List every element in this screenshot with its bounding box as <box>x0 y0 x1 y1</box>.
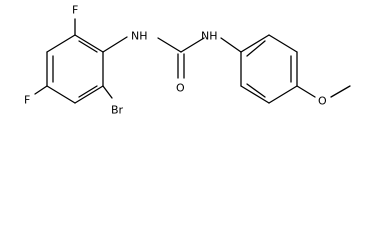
left-ring <box>46 34 104 104</box>
atom-o-methoxy: O <box>318 95 327 108</box>
ring-double-bond <box>78 85 98 98</box>
atom-o-carbonyl: O <box>176 82 185 95</box>
c-br-bond <box>102 85 113 99</box>
atom-nh-left: NH <box>131 30 148 43</box>
ring-double-bond <box>246 40 266 57</box>
ring-double-bond <box>78 40 98 53</box>
right-ring <box>240 34 298 104</box>
n-c-bond-left <box>157 37 182 53</box>
ring-double-bond <box>246 83 266 98</box>
ring-bond <box>268 34 298 53</box>
atom-f-left: F <box>24 94 30 107</box>
ring-bond <box>74 34 104 53</box>
ring-bond <box>240 85 270 104</box>
atom-br: Br <box>111 104 124 117</box>
c-o-bond-methoxy <box>296 85 316 98</box>
ring-bond <box>74 85 104 104</box>
ring-bond <box>240 34 270 53</box>
n-c-bond-right <box>220 37 242 53</box>
molecule-diagram: F F Br NH NH O O <box>24 4 351 117</box>
ring-bond <box>46 34 76 53</box>
atom-f-top: F <box>72 4 78 17</box>
o-ch3-bond <box>330 85 351 98</box>
atom-nh-right: NH <box>201 30 218 43</box>
c-n-bond-right <box>180 37 205 53</box>
c-n-bond-left <box>102 36 128 53</box>
ring-bond <box>46 85 76 104</box>
structure-canvas: F F Br NH NH O O <box>24 4 351 117</box>
c-f-bond-left <box>34 85 48 95</box>
ring-bond <box>268 85 298 104</box>
